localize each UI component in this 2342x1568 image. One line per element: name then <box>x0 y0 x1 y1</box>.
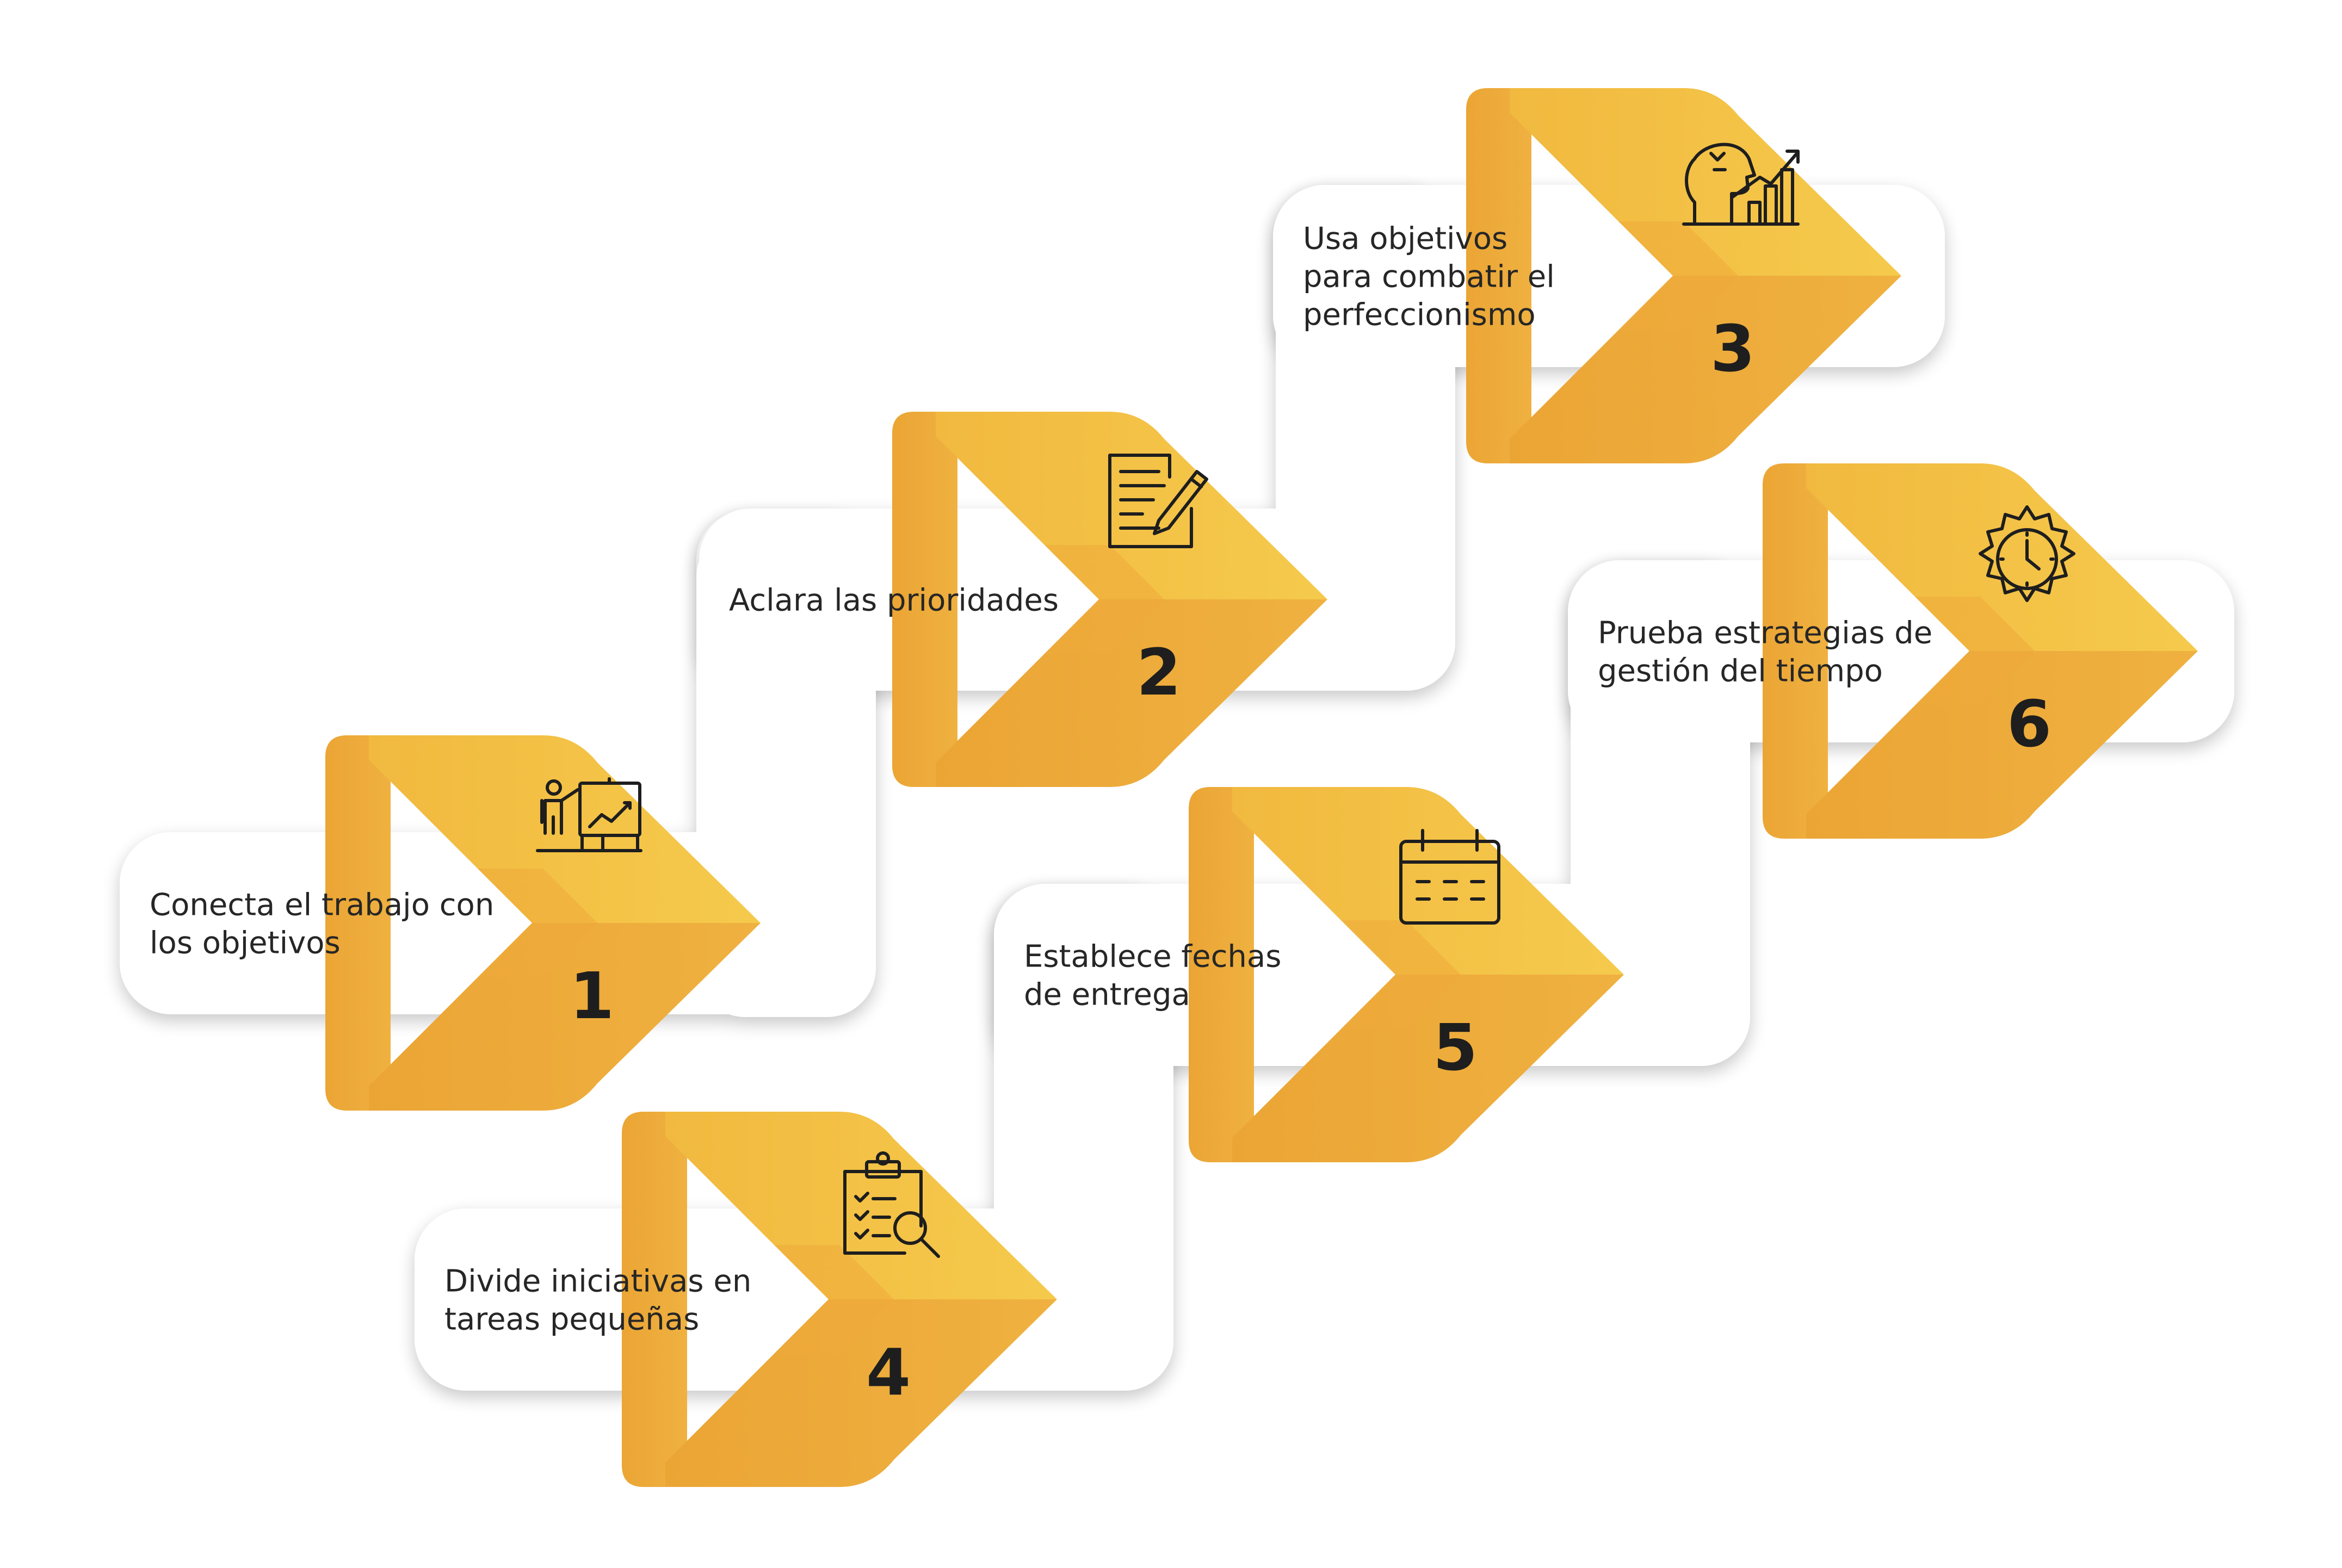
presentation-chart-icon <box>536 777 642 852</box>
step-text: gestión del tiempo <box>1598 654 1883 689</box>
step-number: 3 <box>1710 311 1755 386</box>
step-text: perfeccionismo <box>1303 298 1536 333</box>
step-chevron-2: 2 <box>892 412 1327 787</box>
step-number: 6 <box>2007 686 2051 761</box>
step-number: 1 <box>570 958 614 1033</box>
step-text: Usa objetivos <box>1303 221 1507 257</box>
step-text: Conecta el trabajo con <box>150 888 494 923</box>
step-text: Establece fechas <box>1024 939 1281 975</box>
step-chevron-3: 3 <box>1466 88 1901 463</box>
step-text: de entrega <box>1024 977 1190 1013</box>
step-chevron-4: 4 <box>622 1112 1057 1487</box>
step-text: Aclara las prioridades <box>729 583 1059 618</box>
step-number: 2 <box>1136 635 1181 710</box>
step-chevron-6: 6 <box>1763 463 2198 839</box>
step-number: 5 <box>1433 1010 1478 1085</box>
step-chevron-1: 1 <box>325 735 761 1111</box>
calendar-icon <box>1399 829 1500 925</box>
step-chevron-5: 5 <box>1189 787 1624 1162</box>
head-growth-chart-icon <box>1682 142 1800 226</box>
step-text: Divide iniciativas en <box>444 1264 751 1299</box>
step-text: para combatir el <box>1303 259 1555 295</box>
document-pen-icon <box>1108 454 1208 548</box>
step-number: 4 <box>866 1335 911 1410</box>
step-text: Prueba estrategias de <box>1598 616 1932 651</box>
clipboard-search-icon <box>843 1151 940 1258</box>
step-text: tareas pequeñas <box>444 1302 699 1337</box>
step-text: los objetivos <box>150 926 341 961</box>
gear-clock-icon <box>1979 505 2075 602</box>
